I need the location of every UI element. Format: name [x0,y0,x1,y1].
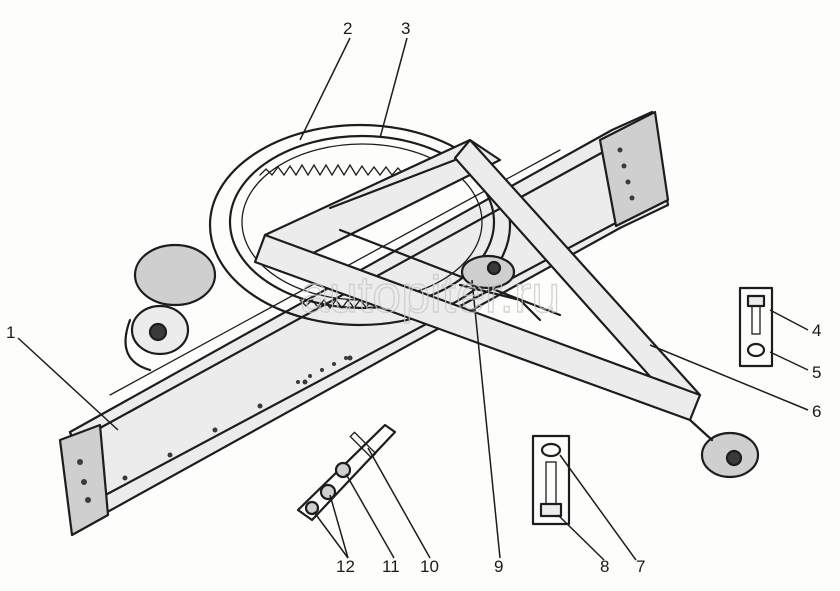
plate-10-11-12 [296,423,397,522]
callout-1: 1 [6,323,15,342]
bolt-8-washer-7-box [531,434,571,526]
callout-10: 10 [420,557,439,576]
callout-4: 4 [812,321,821,340]
leader-lines [17,37,809,561]
watermark: autopiter.ru [300,266,560,324]
callout-labels: 1 2 3 4 5 6 7 8 9 10 11 12 [6,19,821,576]
bolt-4-washer-5-box [738,286,774,368]
callout-7: 7 [636,557,645,576]
callout-9: 9 [494,557,503,576]
right-end-joint [688,418,760,479]
callout-3: 3 [401,19,410,38]
callout-11: 11 [382,557,400,576]
callout-12: 12 [336,557,355,576]
callout-2: 2 [343,19,352,38]
callout-5: 5 [812,363,821,382]
callout-6: 6 [812,402,821,421]
callout-8: 8 [600,557,609,576]
center-motor [458,254,542,322]
left-hub [124,243,217,372]
